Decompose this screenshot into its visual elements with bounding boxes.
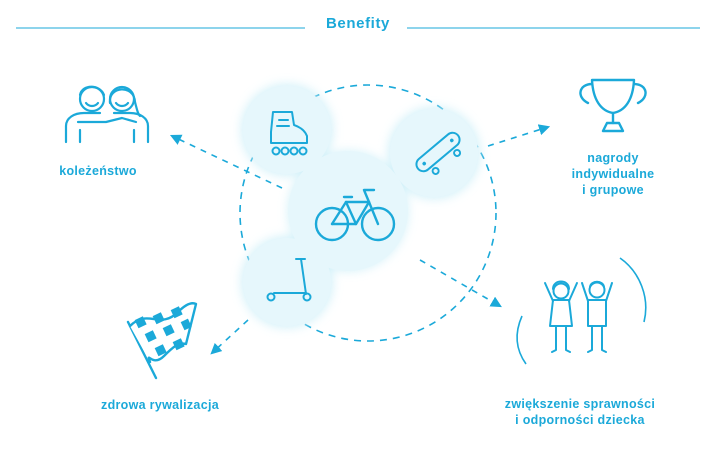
label-zdrowa-rywalizacja: zdrowa rywalizacja bbox=[101, 398, 219, 412]
center-bicycle-circle bbox=[288, 151, 408, 271]
arrow-to-flag bbox=[210, 319, 249, 355]
arrow-to-trophy bbox=[487, 124, 551, 147]
friends-icon bbox=[64, 85, 150, 144]
dashed-orbit bbox=[239, 84, 497, 342]
scooter-circle bbox=[243, 238, 331, 326]
skateboard-circle bbox=[390, 109, 478, 197]
label-line: zwiększenie sprawności bbox=[504, 397, 656, 411]
kids-arc-left bbox=[516, 315, 527, 365]
arrow-to-kids bbox=[419, 259, 502, 308]
arrow-to-friends bbox=[169, 134, 283, 189]
label-line: i odporności dziecka bbox=[515, 413, 645, 427]
trophy-icon bbox=[579, 78, 647, 133]
label-line: nagrody bbox=[587, 151, 639, 165]
cheering-kids-icon bbox=[544, 280, 613, 353]
label-zwiekszenie-sprawnosci: zwiększenie sprawności i odporności dzie… bbox=[480, 396, 680, 428]
skate-circle bbox=[243, 86, 331, 174]
inline-skate-icon bbox=[270, 111, 308, 156]
scooter-icon bbox=[266, 258, 312, 302]
kids-arc-right bbox=[619, 257, 647, 323]
label-line: i grupowe bbox=[582, 183, 644, 197]
label-line: indywidualne bbox=[571, 167, 655, 181]
bicycle-icon bbox=[314, 188, 396, 242]
skateboard-icon bbox=[415, 131, 462, 175]
page-title: Benefity bbox=[326, 15, 390, 32]
label-nagrody: nagrody indywidualne i grupowe bbox=[548, 150, 678, 198]
checkered-flag-icon bbox=[126, 302, 198, 380]
label-kolezenstwo: koleżeństwo bbox=[59, 164, 137, 178]
